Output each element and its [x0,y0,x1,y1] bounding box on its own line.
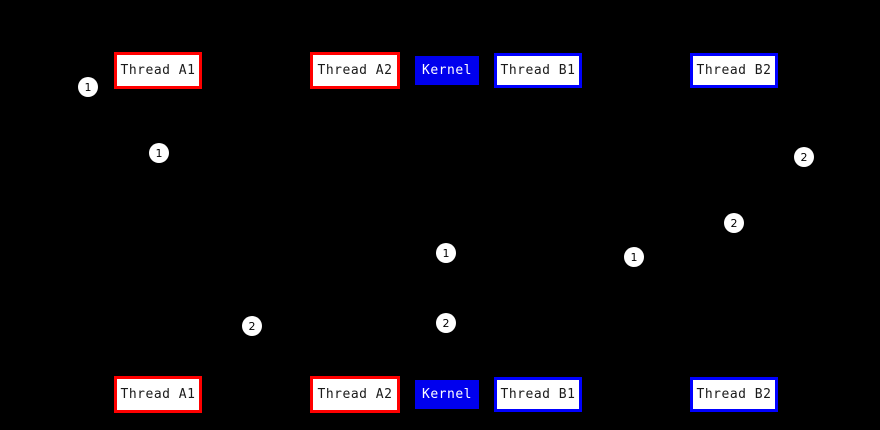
sequence-badge-1-thread-a1: 1 [149,143,169,163]
message-2-thread-b2-to-kernel [447,220,734,226]
sequence-badge-2-kernel: 2 [436,313,456,333]
lifeline-thread-a1 [158,89,159,376]
message-1-thread-a1-to-kernel [158,150,447,156]
participant-thread-b1-top[interactable]: Thread B1 [494,53,582,88]
participant-thread-a1-bottom[interactable]: Thread A1 [114,376,202,413]
sequence-badge-2-thread-b2-lower: 2 [724,213,744,233]
message-2-kernel-to-thread-a1 [158,320,447,326]
sequence-badge-1-left-top: 1 [78,77,98,97]
participant-thread-b2-top[interactable]: Thread B2 [690,53,778,88]
participant-kernel-top[interactable]: Kernel [415,56,479,85]
lifeline-thread-b1 [538,88,539,377]
lifeline-nub-thread-a2 [354,89,357,92]
sequence-badge-2-thread-a1: 2 [242,316,262,336]
lifeline-nub-thread-b1 [537,88,540,91]
sequence-badge-1-kernel: 1 [436,243,456,263]
participant-kernel-bottom[interactable]: Kernel [415,380,479,409]
lifeline-nub-thread-b2 [733,88,736,91]
lifeline-kernel [447,85,448,380]
lifeline-nub-thread-a1 [157,89,160,92]
participant-thread-b2-bottom[interactable]: Thread B2 [690,377,778,412]
message-1-kernel-to-thread-b1 [447,250,538,256]
lifeline-thread-a2 [355,89,356,376]
participant-thread-a1-top[interactable]: Thread A1 [114,52,202,89]
sequence-badge-2-thread-b2-upper: 2 [794,147,814,167]
sequence-badge-1-thread-b1: 1 [624,247,644,267]
participant-thread-a2-bottom[interactable]: Thread A2 [310,376,400,413]
participant-thread-a2-top[interactable]: Thread A2 [310,52,400,89]
participant-thread-b1-bottom[interactable]: Thread B1 [494,377,582,412]
